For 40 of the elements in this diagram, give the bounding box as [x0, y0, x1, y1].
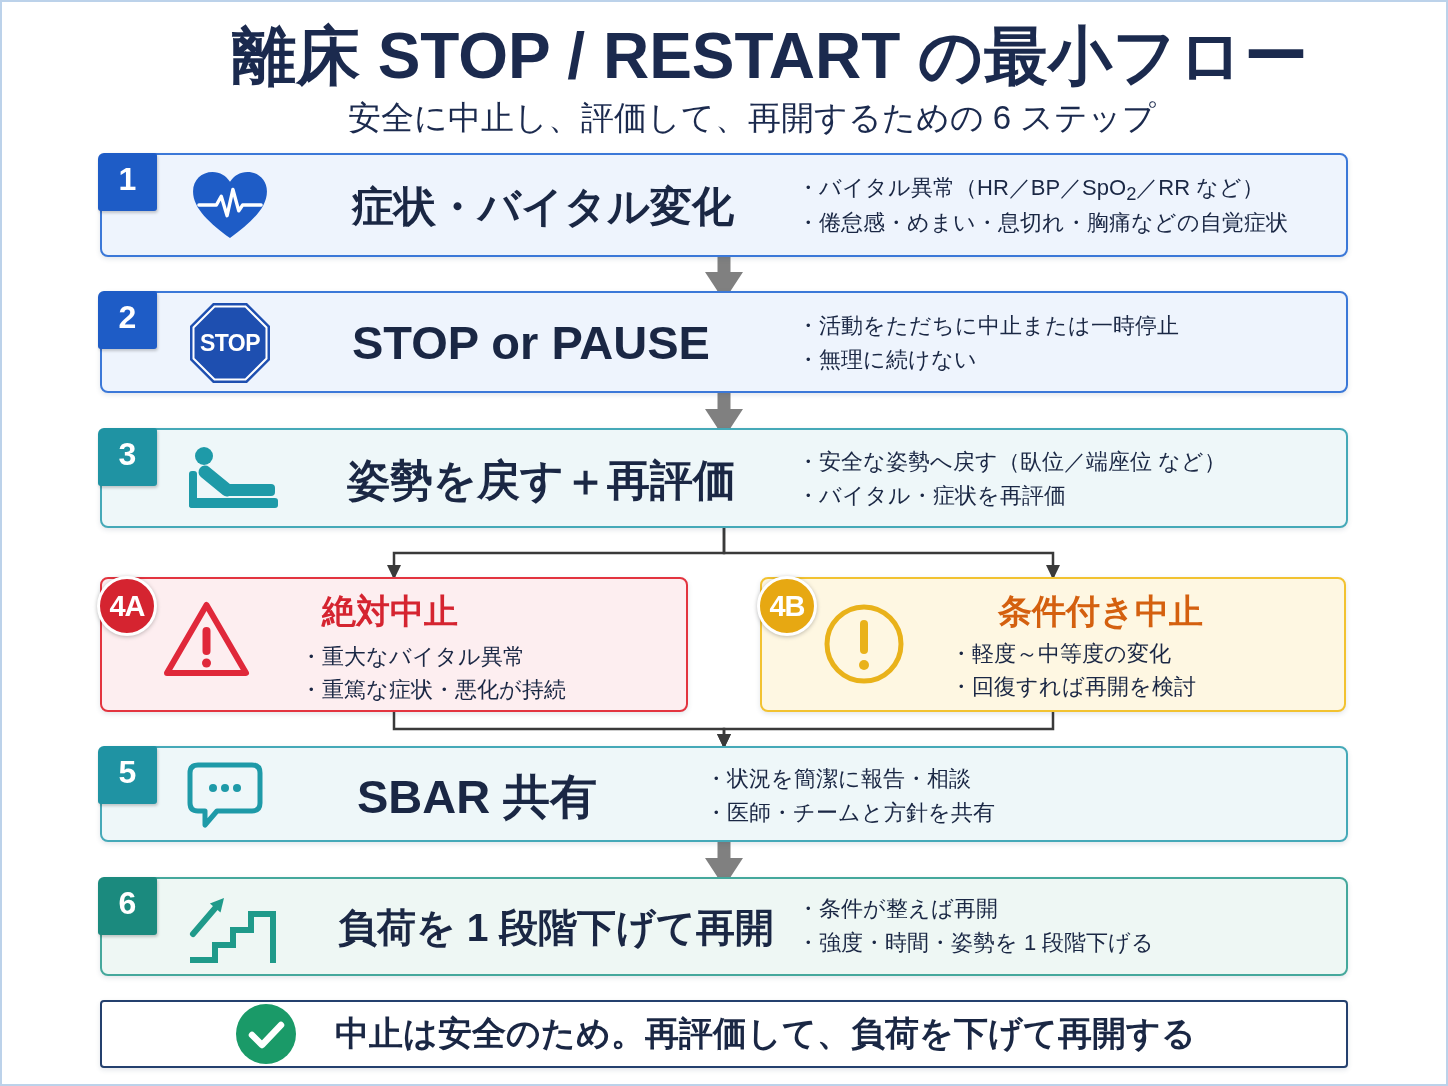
subtitle: 安全に中止し、評価して、再開するための 6 ステップ — [346, 98, 1158, 138]
step-number-badge: 2 — [98, 291, 157, 349]
step-number-badge: 1 — [98, 153, 157, 211]
bullet-item: ・状況を簡潔に報告・相談 — [705, 765, 971, 793]
process-box — [100, 291, 1348, 393]
bullet-item: ・活動をただちに中止または一時停止 — [797, 312, 1179, 340]
bullet-item: ・医師・チームと方針を共有 — [705, 799, 995, 827]
step-number-badge: 6 — [98, 877, 157, 935]
step-title: 絶対中止 — [322, 591, 458, 633]
process-box — [100, 746, 1348, 842]
bullet-item: ・強度・時間・姿勢を 1 段階下げる — [797, 929, 1155, 957]
step-number-badge: 4B — [757, 576, 817, 636]
alert-box — [100, 577, 688, 712]
step-number-badge: 3 — [98, 428, 157, 486]
step-number-badge: 4A — [97, 576, 157, 636]
step-number-badge: 5 — [98, 746, 157, 804]
stop-sign: STOP — [189, 302, 271, 384]
bullet-item: ・軽度～中等度の変化 — [950, 640, 1171, 668]
caution-box — [760, 577, 1346, 712]
step-title: 姿勢を戻す＋再評価 — [347, 454, 736, 506]
bullet-item: ・バイタル異常（HR／BP／SpO$_{2}$／RR など） — [797, 174, 1265, 204]
bullet-item: ・倦怠感・めまい・息切れ・胸痛などの自覚症状 — [797, 209, 1288, 237]
step-title: STOP or PAUSE — [352, 315, 710, 372]
summary-box — [100, 1000, 1348, 1068]
step-title: SBAR 共有 — [357, 769, 598, 826]
process-box — [100, 428, 1348, 528]
step-title: 条件付き中止 — [998, 591, 1203, 633]
bullet-item: ・安全な姿勢へ戻す（臥位／端座位 など） — [797, 448, 1227, 476]
step-title: 負荷を 1 段階下げて再開 — [338, 904, 775, 951]
bullet-item: ・回復すれば再開を検討 — [950, 673, 1196, 701]
bullet-item: ・重篤な症状・悪化が持続 — [300, 676, 566, 704]
bullet-item: ・条件が整えば再開 — [797, 895, 998, 923]
bullet-item: ・重大なバイタル異常 — [300, 643, 525, 671]
step-title: 症状・バイタル変化 — [352, 181, 734, 232]
bullet-item: ・バイタル・症状を再評価 — [797, 482, 1066, 510]
process-box — [100, 877, 1348, 976]
page-title: 離床 STOP / RESTART の最小フロー — [230, 19, 1310, 94]
bullet-item: ・無理に続けない — [797, 346, 977, 374]
process-box — [100, 153, 1348, 257]
summary-text: 中止は安全のため。再評価して、負荷を下げて再開する — [335, 1013, 1196, 1055]
